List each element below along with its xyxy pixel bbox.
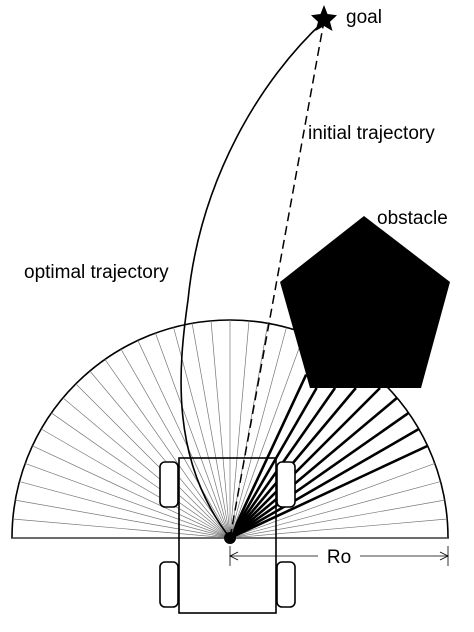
sensor-ray [51, 412, 231, 539]
sensor-ray [173, 327, 231, 539]
sensor-ray [75, 383, 231, 539]
blocked-sensor-ray [229, 444, 429, 540]
sensor-ray [89, 370, 231, 539]
sensor-ray [229, 463, 435, 539]
obstacle-pentagon [280, 216, 450, 388]
wheel-rear-right [276, 561, 296, 608]
sensor-ray [155, 333, 231, 539]
robot-center-dot [224, 532, 236, 544]
sensor-ray [229, 327, 287, 539]
sensor-ray [62, 397, 231, 539]
blocked-sensor-ray [229, 396, 398, 539]
initial-trajectory-label: initial trajectory [308, 123, 435, 144]
sensor-ray [229, 481, 441, 539]
sensor-ray [25, 463, 231, 539]
sensor-ray [120, 349, 231, 539]
goal-star-icon [311, 5, 337, 31]
blocked-sensor-ray [229, 387, 381, 539]
range-label: Ro [327, 547, 351, 568]
sensor-ray [41, 428, 231, 539]
robot-body [178, 457, 277, 614]
optimal-trajectory-label: optimal trajectory [24, 262, 169, 283]
range-marker: Ro [229, 546, 449, 568]
obstacle-label: obstacle [377, 208, 448, 229]
sensor-ray [104, 359, 231, 539]
sensor-ray [137, 340, 231, 539]
blocked-sensor-ray [228, 374, 308, 539]
sensor-ray [32, 445, 231, 539]
blocked-sensor-ray [229, 427, 420, 540]
sensor-ray [229, 320, 250, 539]
sensor-ray [229, 518, 448, 539]
sensor-ray [191, 323, 231, 539]
goal-label: goal [346, 7, 382, 28]
wheel-front-left [159, 461, 179, 508]
sensor-ray [210, 320, 231, 539]
wheel-front-right [276, 461, 296, 508]
sensor-rays [12, 320, 448, 540]
sensor-ray [229, 499, 445, 539]
sensor-ray [15, 499, 231, 539]
sensor-ray [12, 518, 231, 539]
blocked-sensor-ray [228, 387, 318, 539]
sensor-ray [229, 333, 305, 539]
sensor-ray [19, 481, 231, 539]
robot [159, 457, 296, 614]
initial-trajectory-line [229, 20, 325, 539]
wheel-rear-left [159, 561, 179, 608]
blocked-sensor-ray [229, 411, 410, 540]
optimal-trajectory-curve [180, 20, 325, 539]
